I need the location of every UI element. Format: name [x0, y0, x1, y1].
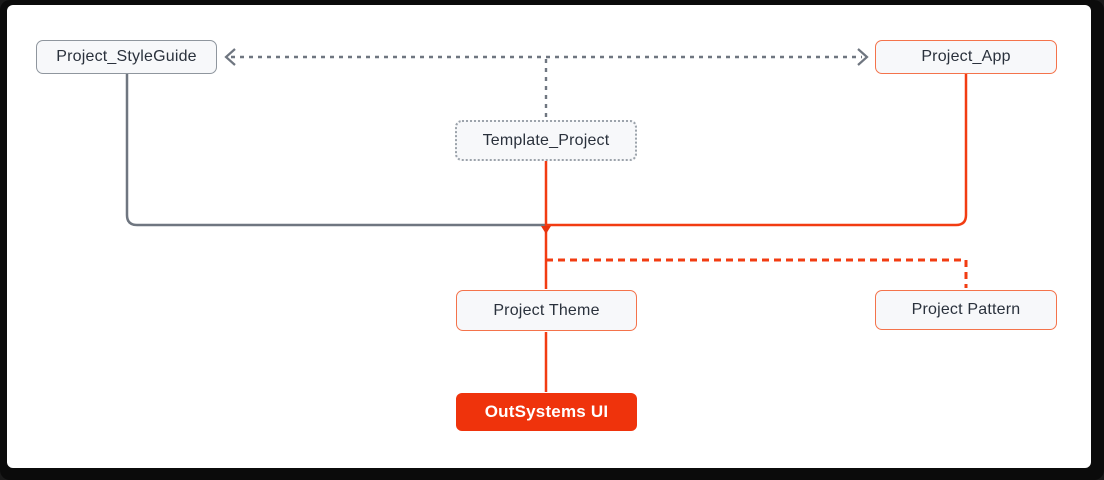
- node-project-styleguide: Project_StyleGuide: [36, 40, 217, 74]
- node-project-theme: Project Theme: [456, 290, 637, 331]
- node-project-pattern: Project Pattern: [875, 290, 1057, 330]
- node-template-project-label: Template_Project: [482, 131, 610, 149]
- node-template-project: Template_Project: [455, 120, 637, 161]
- node-outsystems-ui-label: OutSystems UI: [484, 402, 609, 421]
- node-project-theme-label: Project Theme: [493, 301, 600, 319]
- node-project-app-label: Project_App: [921, 48, 1011, 65]
- node-project-app: Project_App: [875, 40, 1057, 74]
- node-project-styleguide-label: Project_StyleGuide: [56, 48, 197, 65]
- node-outsystems-ui: OutSystems UI: [456, 393, 637, 431]
- node-project-pattern-label: Project Pattern: [911, 301, 1021, 318]
